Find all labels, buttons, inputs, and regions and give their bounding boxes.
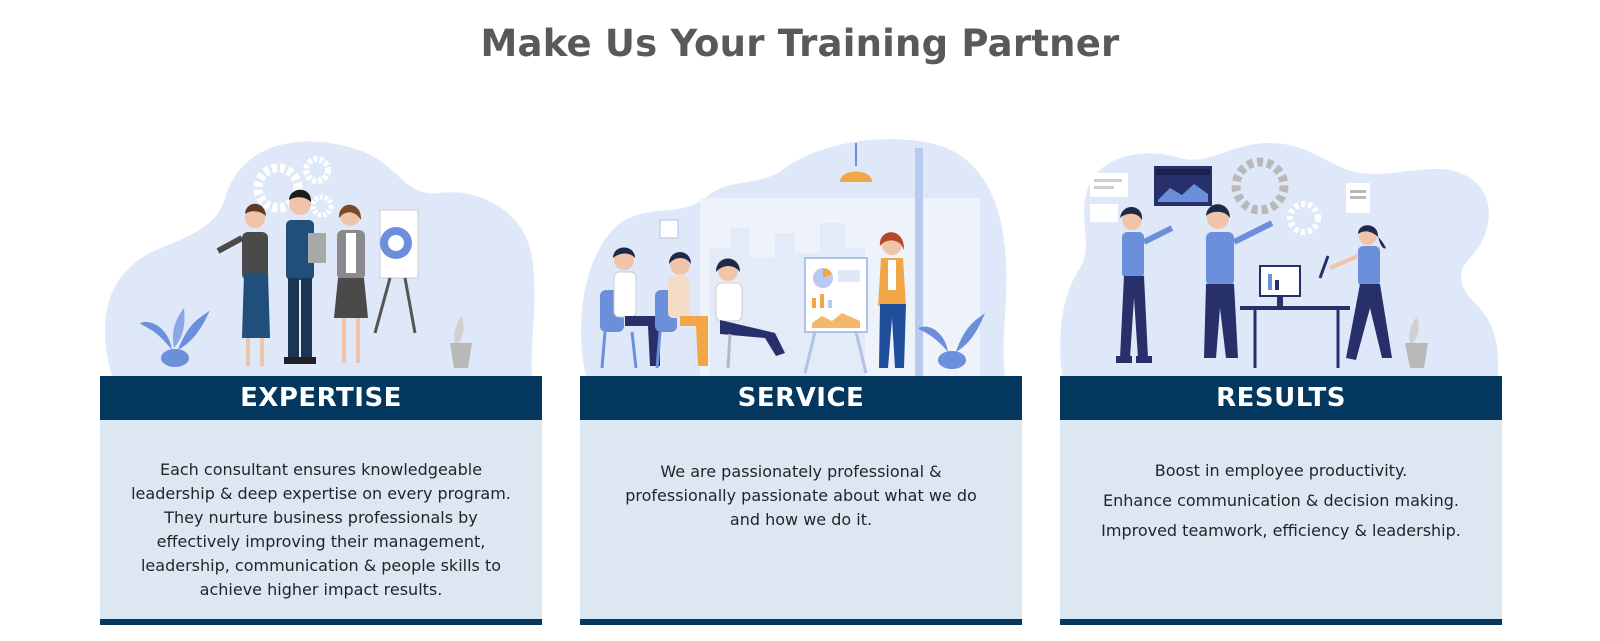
card-bottom-border (100, 619, 542, 625)
card-heading: SERVICE (580, 376, 1022, 420)
description-line: We are passionately professional & (660, 462, 942, 481)
training-session-presentation-icon (580, 138, 1022, 376)
card-expertise: EXPERTISE Each consultant ensures knowle… (100, 138, 542, 625)
card-results: RESULTS Boost in employee productivity. … (1060, 138, 1502, 625)
description-line: Each consultant ensures knowledgeable (159, 460, 483, 479)
page-title: Make Us Your Training Partner (480, 22, 1120, 65)
description-line: Boost in employee productivity. (1154, 461, 1408, 480)
three-consultants-presenting-icon (100, 138, 542, 376)
card-description: Each consultant ensures knowledgeable le… (100, 420, 542, 619)
description-line: and how we do it. (729, 510, 873, 529)
card-service: SERVICE We are passionately professional… (580, 138, 1022, 625)
card-bottom-border (580, 619, 1022, 625)
description-line: leadership & deep expertise on every pro… (131, 484, 511, 503)
card-bottom-border (1060, 619, 1502, 625)
card-heading: RESULTS (1060, 376, 1502, 420)
description-line: achieve higher impact results. (199, 580, 443, 599)
card-heading: EXPERTISE (100, 376, 542, 420)
description-line: They nurture business professionals by (164, 508, 478, 527)
card-description: We are passionately professional & profe… (580, 420, 1022, 619)
team-collaboration-icon (1060, 138, 1502, 376)
description-line: Improved teamwork, efficiency & leadersh… (1101, 521, 1461, 540)
description-line: professionally passionate about what we … (625, 486, 977, 505)
description-line: effectively improving their management, (156, 532, 486, 551)
description-line: Enhance communication & decision making. (1103, 491, 1459, 510)
card-description: Boost in employee productivity. Enhance … (1060, 420, 1502, 619)
description-line: leadership, communication & people skill… (140, 556, 502, 575)
